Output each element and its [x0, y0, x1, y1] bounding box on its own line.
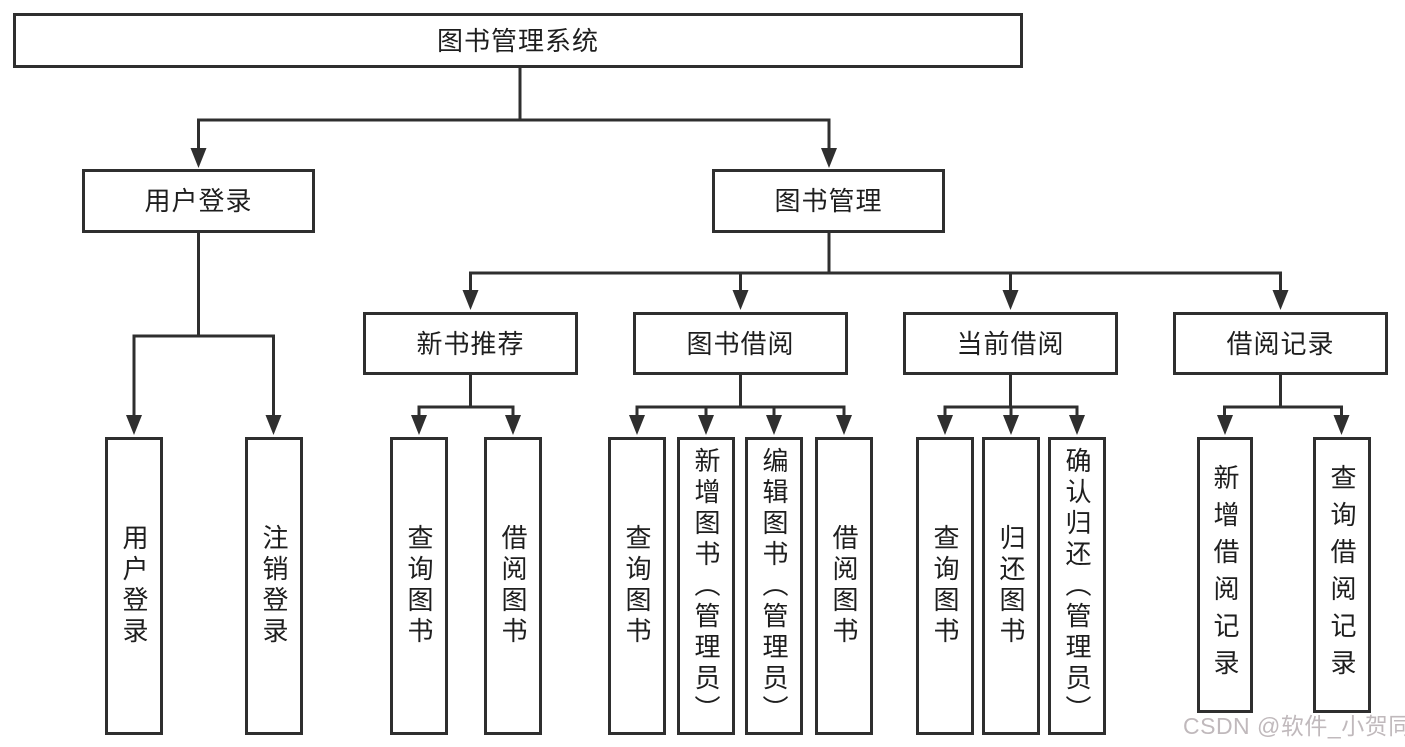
leaf-return-books: 归还图书 — [982, 437, 1040, 735]
node-user-login: 用户登录 — [82, 169, 315, 233]
csdn-watermark: CSDN @软件_小贺同学 — [1183, 713, 1405, 739]
node-borrowing-records: 借阅记录 — [1173, 312, 1388, 375]
node-book-management-label: 图书管理 — [774, 186, 883, 216]
leaf-query-borrow-record: 查询借阅记录 — [1313, 437, 1371, 713]
leaf-logout: 注销登录 — [245, 437, 303, 735]
node-user-login-label: 用户登录 — [144, 186, 253, 216]
leaf-user-login: 用户登录 — [105, 437, 163, 735]
node-book-management: 图书管理 — [712, 169, 945, 233]
node-borrowing-records-label: 借阅记录 — [1226, 328, 1335, 359]
leaf-query-books-borrowing: 查询图书 — [608, 437, 666, 735]
node-root-label: 图书管理系统 — [436, 25, 599, 56]
node-new-book-recommend-label: 新书推荐 — [416, 328, 525, 359]
node-book-borrowing: 图书借阅 — [633, 312, 848, 375]
leaf-edit-book-admin: 编辑图书（管理员） — [745, 437, 803, 735]
leaf-query-books-recommend: 查询图书 — [390, 437, 448, 735]
leaf-query-books-current: 查询图书 — [916, 437, 974, 735]
node-current-borrowing-label: 当前借阅 — [956, 328, 1065, 359]
node-new-book-recommend: 新书推荐 — [363, 312, 578, 375]
leaf-add-book-admin: 新增图书（管理员） — [677, 437, 735, 735]
leaf-confirm-return-admin: 确认归还（管理员） — [1048, 437, 1106, 735]
node-current-borrowing: 当前借阅 — [903, 312, 1118, 375]
leaf-borrow-books-recommend: 借阅图书 — [484, 437, 542, 735]
leaf-add-borrow-record: 新增借阅记录 — [1197, 437, 1253, 713]
node-root: 图书管理系统 — [13, 13, 1023, 68]
leaf-borrow-books: 借阅图书 — [815, 437, 873, 735]
node-book-borrowing-label: 图书借阅 — [686, 328, 795, 359]
